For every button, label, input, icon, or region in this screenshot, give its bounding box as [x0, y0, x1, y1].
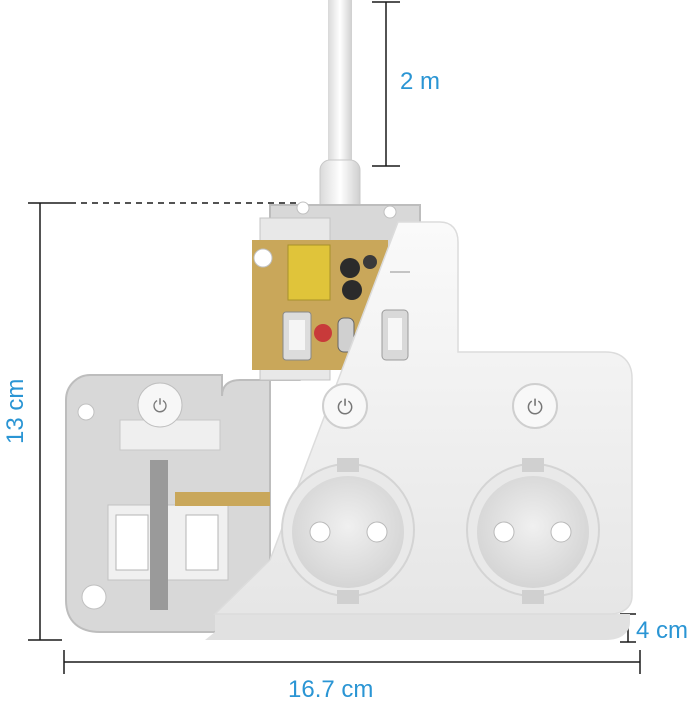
cutaway-interior: ⏻	[65, 201, 421, 633]
metal-bus-bar	[150, 460, 168, 610]
svg-text:⏻: ⏻	[153, 396, 167, 417]
power-switch-1	[322, 383, 368, 429]
cable-length-label: 2 m	[400, 68, 441, 95]
usb-c-port	[337, 317, 355, 353]
height-label: 13 cm	[2, 378, 29, 444]
transformer	[287, 244, 331, 301]
svg-text:⏻: ⏻	[337, 395, 353, 419]
switch-internal	[137, 382, 183, 428]
power-switch-2	[512, 383, 558, 429]
dimension-lines	[28, 1, 641, 674]
svg-text:⏻: ⏻	[527, 395, 543, 419]
socket-1	[281, 458, 415, 604]
power-cable	[319, 0, 361, 225]
depth-label: 4 cm	[636, 617, 689, 644]
led-indicator	[314, 324, 332, 342]
width-label: 16.7 cm	[288, 676, 374, 703]
capacitor	[340, 258, 360, 278]
housing: ⏻ ⏻	[205, 221, 633, 640]
socket-2	[466, 458, 600, 604]
